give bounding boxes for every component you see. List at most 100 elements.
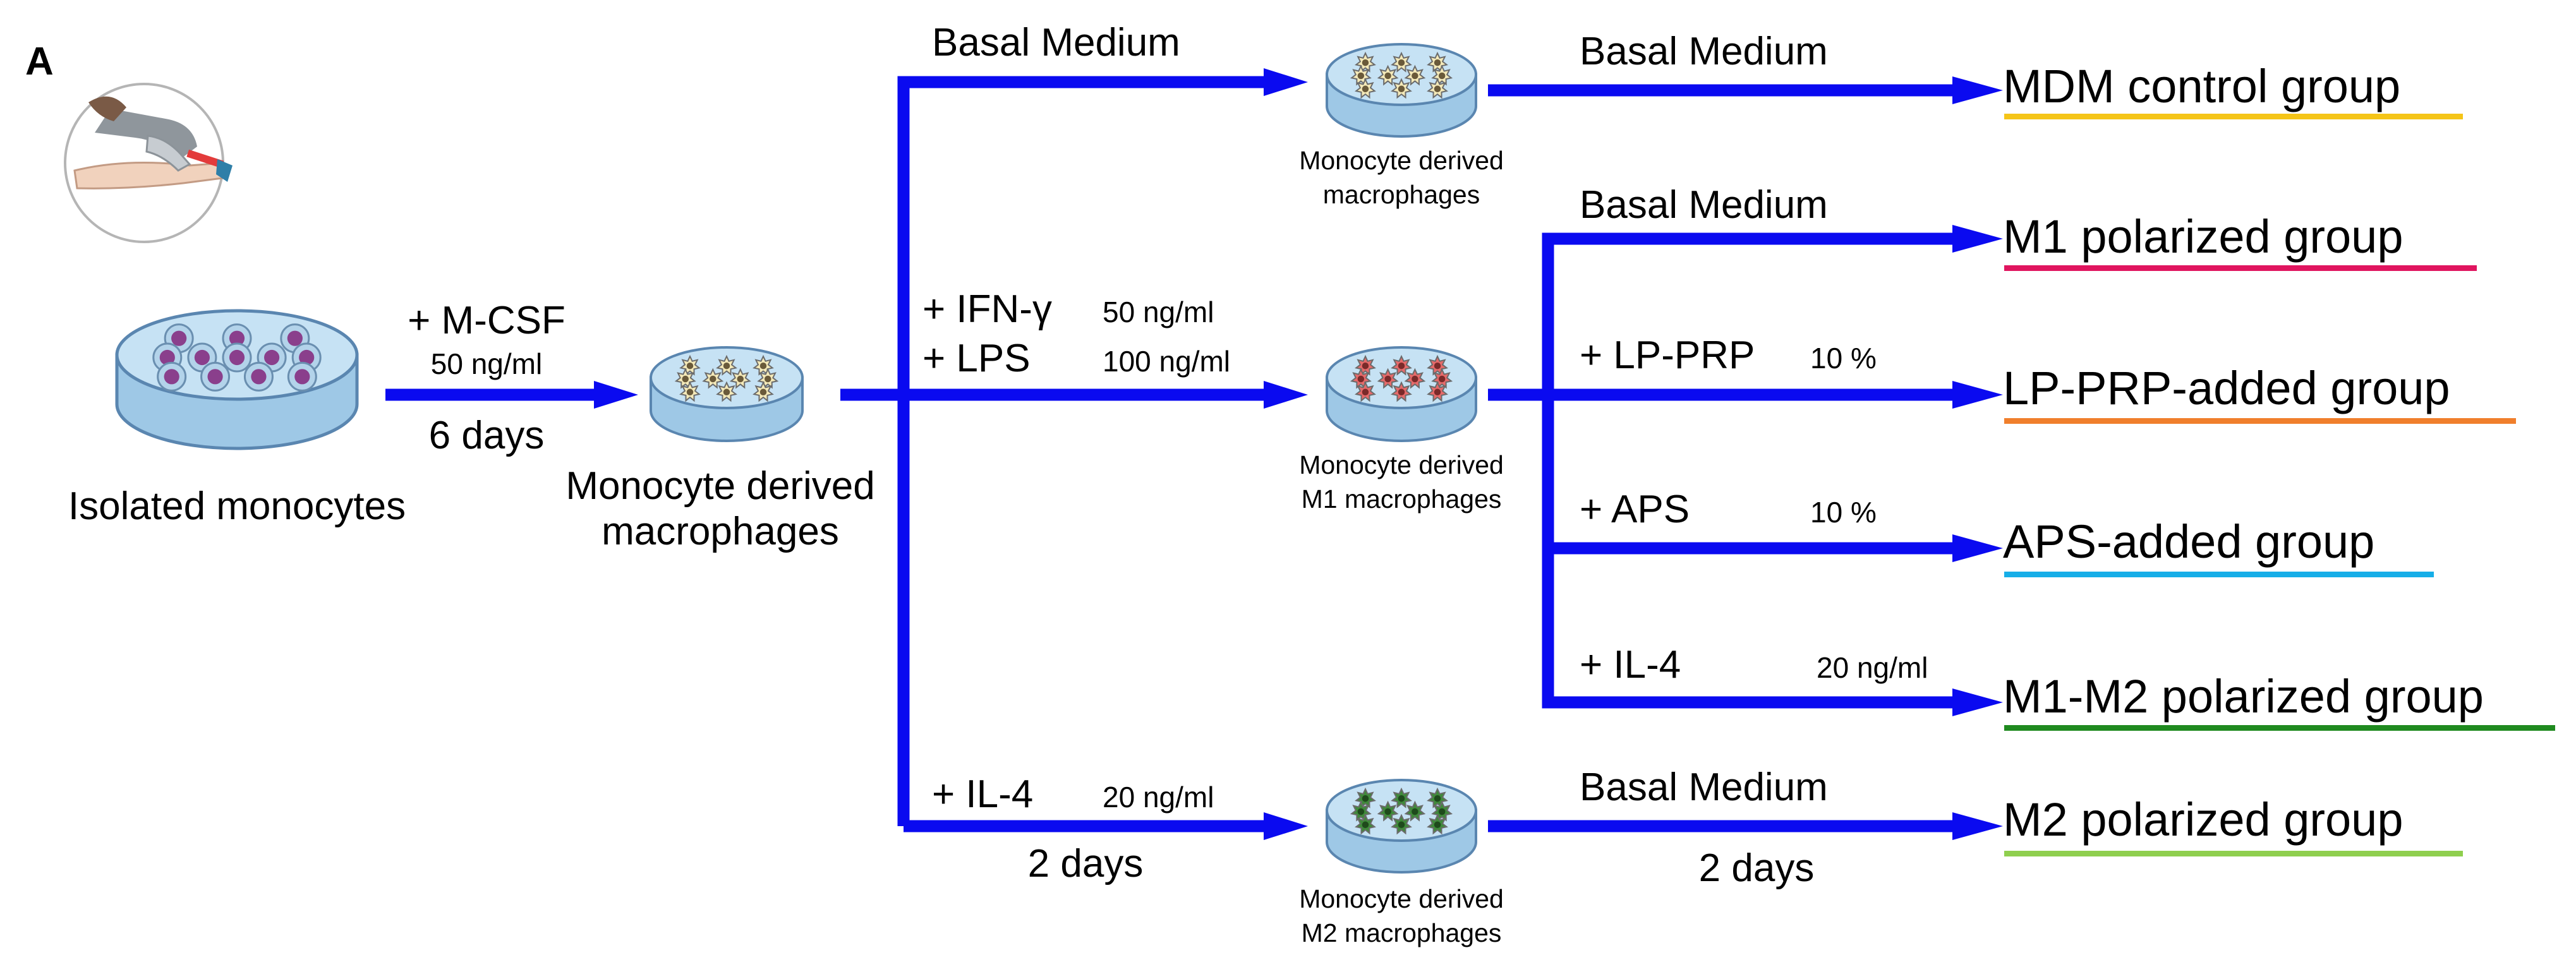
- arrowhead-m1m2: [1952, 688, 2003, 716]
- macrophage-nucleus: [1362, 821, 1369, 829]
- macrophage-nucleus: [1434, 85, 1441, 93]
- m2-final-duration: 2 days: [1699, 846, 1815, 890]
- macrophage-nucleus: [1398, 59, 1405, 66]
- lp-prp-treatment: + LP-PRP: [1580, 333, 1755, 377]
- arrowhead-bottom-branch: [1264, 812, 1308, 840]
- mcsf-duration-label: 6 days: [429, 414, 545, 457]
- petri-dish-mdm-2: [1326, 43, 1477, 138]
- macrophage-nucleus: [1362, 59, 1369, 66]
- mdm-stage-label-line2: macrophages: [602, 510, 839, 553]
- flow-line-m1-branches: [1542, 232, 1962, 709]
- arrowhead-m1: [1952, 225, 2003, 253]
- mcsf-dose-label: 50 ng/ml: [431, 347, 542, 380]
- group-underline-m2-polarized: [2004, 851, 2463, 856]
- group-label-m1-m2-polarized: M1-M2 polarized group: [2003, 670, 2484, 723]
- monocyte-nucleus: [171, 330, 187, 346]
- monocyte-nucleus: [194, 349, 210, 366]
- macrophage-nucleus: [759, 362, 767, 369]
- petri-dish-monocytes: [115, 309, 359, 450]
- arrowhead-top-branch: [1264, 68, 1308, 96]
- group-underline-aps-added: [2004, 572, 2434, 577]
- macrophage-nucleus: [1398, 362, 1405, 369]
- flow-lines: [385, 76, 1962, 832]
- macrophage-nucleus: [1434, 59, 1441, 66]
- bottom-branch-dose: 20 ng/ml: [1103, 781, 1214, 814]
- top-branch-treatment: Basal Medium: [932, 21, 1180, 64]
- group-label-mdm-control: MDM control group: [2003, 60, 2400, 112]
- macrophage-nucleus: [1384, 375, 1391, 383]
- monocyte-nucleus: [164, 369, 179, 385]
- mdm-stage-label-line1: Monocyte derived: [565, 464, 874, 508]
- petri-dish-m1: [1326, 346, 1477, 442]
- middle-branch-dose-lps: 100 ng/ml: [1103, 345, 1230, 378]
- arrowhead-m2: [1952, 812, 2003, 840]
- m1-final-treatment: Basal Medium: [1580, 183, 1828, 227]
- macrophage-nucleus: [1434, 362, 1441, 369]
- group-label-m1-polarized: M1 polarized group: [2003, 210, 2403, 263]
- macrophage-nucleus: [1412, 808, 1418, 815]
- macrophage-nucleus: [1398, 821, 1405, 829]
- macrophage-nucleus: [1434, 388, 1441, 396]
- macrophage-nucleus: [1357, 808, 1365, 815]
- macrophage-nucleus: [1438, 808, 1446, 815]
- monocyte-nucleus: [294, 369, 310, 385]
- macrophage-nucleus: [682, 375, 689, 383]
- arrowhead-mdm: [1952, 76, 2003, 104]
- m1-dish-label-line2: M1 macrophages: [1302, 484, 1502, 514]
- aps-dose: 10 %: [1810, 496, 1877, 529]
- macrophage-nucleus: [1357, 375, 1365, 383]
- monocyte-nucleus: [207, 369, 223, 385]
- flow-line-top-branch: [897, 76, 1270, 826]
- monocyte-nucleus: [299, 349, 315, 366]
- mcsf-treatment-label: + M-CSF: [408, 299, 565, 342]
- macrophage-nucleus: [710, 375, 717, 383]
- panel-label: A: [25, 40, 54, 83]
- group-label-lp-prp-added: LP-PRP-added group: [2003, 362, 2450, 414]
- macrophage-nucleus: [723, 388, 730, 396]
- il4-treatment: + IL-4: [1580, 643, 1681, 687]
- macrophage-nucleus: [1362, 85, 1369, 93]
- middle-branch-dose-ifng: 50 ng/ml: [1103, 296, 1214, 328]
- m2-final-treatment: Basal Medium: [1580, 766, 1828, 809]
- group-label-m2-polarized: M2 polarized group: [2003, 793, 2403, 846]
- macrophage-nucleus: [686, 362, 694, 369]
- macrophage-nucleus: [1434, 821, 1441, 829]
- monocyte-nucleus: [229, 349, 245, 366]
- macrophage-nucleus: [1398, 388, 1405, 396]
- group-label-aps-added: APS-added group: [2003, 515, 2374, 568]
- m1-dish-label-line1: Monocyte derived: [1299, 450, 1504, 479]
- macrophage-nucleus: [1398, 85, 1405, 93]
- bottom-branch-duration: 2 days: [1028, 842, 1144, 886]
- mdm-dish-label-line1: Monocyte derived: [1299, 146, 1504, 175]
- group-underline-lp-prp-added: [2004, 418, 2516, 424]
- arrow-heads: [594, 68, 2003, 840]
- mdm-dish-label-line2: macrophages: [1323, 180, 1480, 209]
- m2-dish-label-line2: M2 macrophages: [1302, 918, 1502, 947]
- monocyte-nucleus: [159, 349, 175, 366]
- macrophage-nucleus: [1438, 375, 1446, 383]
- mdm-final-treatment: Basal Medium: [1580, 30, 1828, 73]
- macrophage-nucleus: [1362, 795, 1369, 802]
- petri-dish-mdm: [650, 346, 804, 442]
- macrophage-nucleus: [1412, 375, 1418, 383]
- macrophage-nucleus: [686, 388, 694, 396]
- macrophage-nucleus: [1357, 72, 1365, 80]
- macrophage-nucleus: [1362, 388, 1369, 396]
- macrophage-nucleus: [1412, 72, 1418, 80]
- macrophage-nucleus: [1438, 72, 1446, 80]
- blood-draw-icon: [64, 83, 233, 243]
- macrophage-nucleus: [737, 375, 744, 383]
- macrophage-nucleus: [1362, 362, 1369, 369]
- macrophage-nucleus: [1384, 808, 1391, 815]
- macrophage-nucleus: [1398, 795, 1405, 802]
- arrowhead-mcsf: [594, 381, 638, 409]
- petri-dish-m2: [1326, 779, 1477, 874]
- arrowhead-middle-branch: [1264, 381, 1308, 409]
- middle-branch-treatment-ifng: + IFN-γ: [922, 287, 1052, 331]
- bottom-branch-treatment: + IL-4: [932, 772, 1033, 816]
- arrowhead-aps: [1952, 534, 2003, 562]
- macrophage-nucleus: [759, 388, 767, 396]
- lp-prp-dose: 10 %: [1810, 342, 1877, 375]
